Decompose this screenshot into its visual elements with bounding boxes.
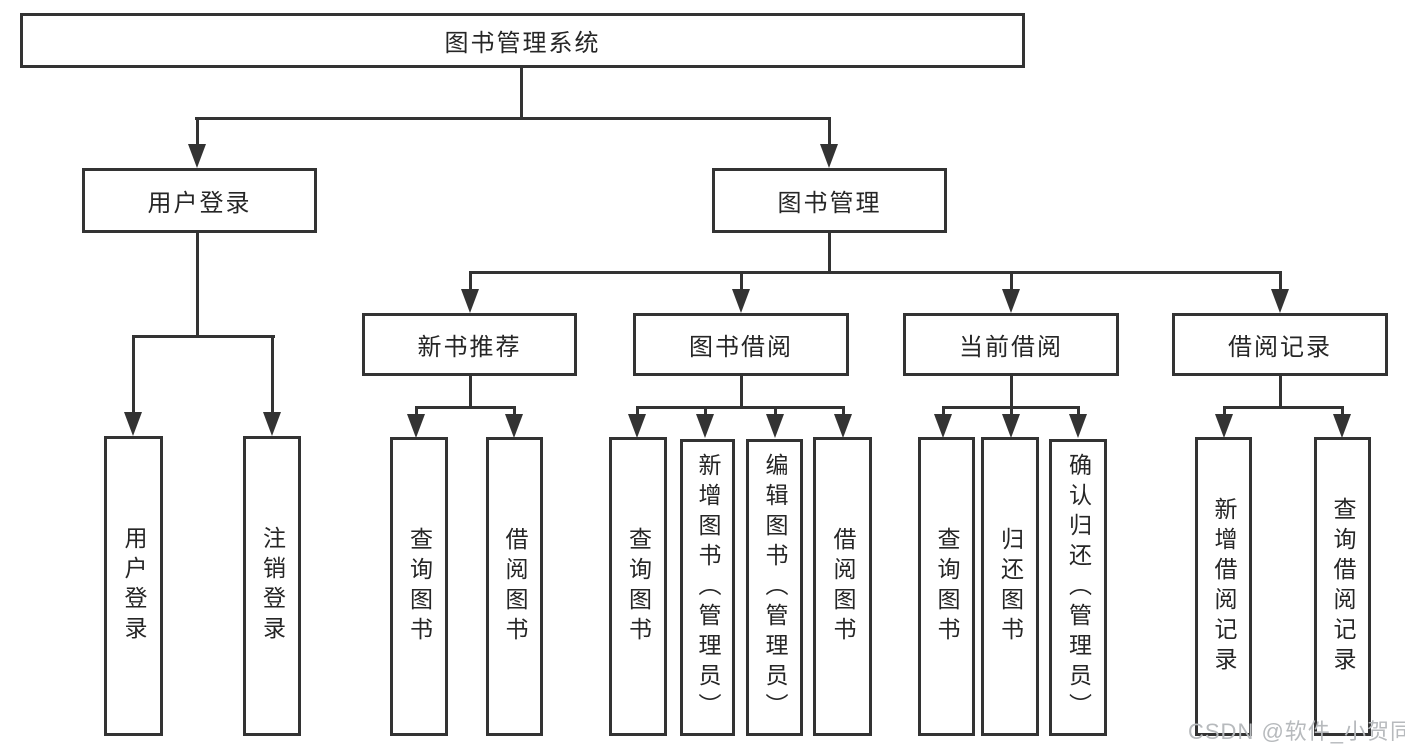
arrow-down-icon xyxy=(834,414,852,438)
node-new-book-recommend: 新书推荐 xyxy=(362,313,577,376)
leaf-add-book-admin: 新增图书（管理员） xyxy=(680,439,735,736)
connector-line xyxy=(1278,376,1282,409)
arrow-down-icon xyxy=(1333,414,1351,438)
arrow-down-icon xyxy=(1271,289,1289,313)
leaf-logout: 注销登录 xyxy=(243,436,301,736)
leaf-query-book: 查询图书 xyxy=(918,437,975,736)
node-borrow-record: 借阅记录 xyxy=(1172,313,1388,376)
arrow-down-icon xyxy=(263,412,281,436)
leaf-query-borrow-record: 查询借阅记录 xyxy=(1314,437,1371,736)
connector-line xyxy=(512,406,516,416)
arrow-down-icon xyxy=(124,412,142,436)
node-label: 当前借阅 xyxy=(959,334,1063,361)
arrow-down-icon xyxy=(1002,289,1020,313)
connector-line xyxy=(131,335,135,414)
connector-line xyxy=(827,117,831,146)
connector-line xyxy=(1076,406,1080,416)
leaf-return-book: 归还图书 xyxy=(981,437,1039,736)
leaf-label: 新增借阅记录 xyxy=(1211,496,1237,677)
connector-line xyxy=(827,232,831,273)
node-label: 借阅记录 xyxy=(1228,334,1332,361)
leaf-label: 确认归还（管理员） xyxy=(1065,452,1092,723)
leaf-user-login: 用户登录 xyxy=(104,436,163,736)
connector-line xyxy=(520,68,523,118)
arrow-down-icon xyxy=(1069,414,1087,438)
connector-line xyxy=(635,406,845,409)
leaf-label: 查询图书 xyxy=(934,526,960,647)
arrow-down-icon xyxy=(934,414,952,438)
leaf-label: 归还图书 xyxy=(997,526,1024,647)
leaf-label: 用户登录 xyxy=(121,526,147,646)
watermark: CSDN @软件_小贺同学 xyxy=(1188,719,1405,744)
connector-line xyxy=(635,406,639,416)
node-label: 图书管理 xyxy=(777,190,882,217)
node-book-borrow: 图书借阅 xyxy=(633,313,849,376)
arrow-down-icon xyxy=(505,414,523,438)
arrow-down-icon xyxy=(1215,414,1233,438)
arrow-down-icon xyxy=(461,289,479,313)
connector-line xyxy=(132,335,275,338)
connector-line xyxy=(703,406,707,416)
leaf-add-borrow-record: 新增借阅记录 xyxy=(1195,437,1252,736)
leaf-label: 新增图书（管理员） xyxy=(695,452,721,723)
node-label: 用户登录 xyxy=(147,190,252,217)
leaf-label: 查询图书 xyxy=(406,526,433,647)
arrow-down-icon xyxy=(188,144,206,168)
arrow-down-icon xyxy=(820,144,838,168)
node-root: 图书管理系统 xyxy=(20,13,1025,68)
connector-line xyxy=(195,117,199,146)
node-current-borrow: 当前借阅 xyxy=(903,313,1119,376)
connector-line xyxy=(468,271,472,291)
connector-line xyxy=(1222,406,1344,409)
arrow-down-icon xyxy=(407,414,425,438)
leaf-borrow-book: 借阅图书 xyxy=(813,437,872,736)
arrow-down-icon xyxy=(732,289,750,313)
connector-line xyxy=(739,376,743,409)
connector-line xyxy=(414,406,418,416)
leaf-label: 查询借阅记录 xyxy=(1330,496,1356,677)
arrow-down-icon xyxy=(766,414,784,438)
connector-line xyxy=(1340,406,1344,416)
connector-line xyxy=(195,117,831,120)
connector-line xyxy=(841,406,845,416)
arrow-down-icon xyxy=(696,414,714,438)
connector-line xyxy=(1009,406,1013,416)
connector-line xyxy=(414,406,516,409)
connector-line xyxy=(941,406,945,416)
connector-line xyxy=(468,271,1282,274)
leaf-borrow-book: 借阅图书 xyxy=(486,437,543,736)
connector-line xyxy=(468,376,472,409)
leaf-query-book: 查询图书 xyxy=(609,437,667,736)
connector-line xyxy=(773,406,777,416)
connector-line xyxy=(196,233,199,336)
connector-line xyxy=(1278,271,1282,291)
leaf-label: 编辑图书（管理员） xyxy=(762,452,788,723)
node-label: 图书借阅 xyxy=(689,334,793,361)
node-root-label: 图书管理系统 xyxy=(444,30,601,57)
node-label: 新书推荐 xyxy=(417,334,522,361)
connector-line xyxy=(739,271,743,291)
leaf-label: 借阅图书 xyxy=(502,526,528,647)
connector-line xyxy=(270,335,274,414)
node-book-management: 图书管理 xyxy=(712,168,947,233)
leaf-edit-book-admin: 编辑图书（管理员） xyxy=(746,439,803,736)
connector-line xyxy=(1222,406,1226,416)
arrow-down-icon xyxy=(1002,414,1020,438)
leaf-label: 查询图书 xyxy=(625,526,652,647)
leaf-label: 注销登录 xyxy=(259,526,286,646)
connector-line xyxy=(1009,271,1013,291)
leaf-query-book: 查询图书 xyxy=(390,437,448,736)
leaf-confirm-return-admin: 确认归还（管理员） xyxy=(1049,439,1107,736)
leaf-label: 借阅图书 xyxy=(830,526,856,647)
connector-line xyxy=(1009,376,1013,409)
arrow-down-icon xyxy=(628,414,646,438)
node-user-login: 用户登录 xyxy=(82,168,317,233)
